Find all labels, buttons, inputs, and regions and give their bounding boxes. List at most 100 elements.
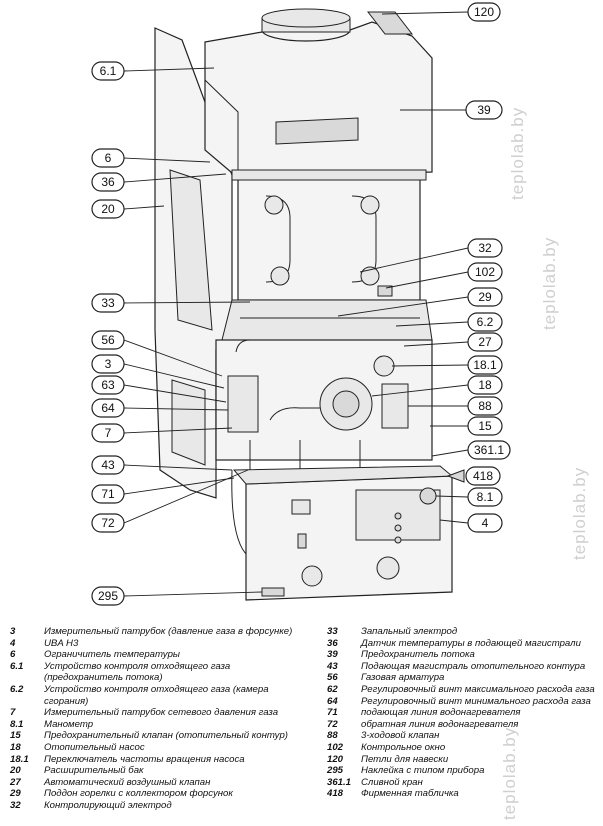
callout-120: 120 (467, 2, 501, 22)
knob-left (301, 565, 323, 587)
callout-27: 27 (467, 332, 503, 352)
knob-right (376, 556, 400, 580)
callout-boxes: 120 6.1 39 6 36 20 32 102 33 29 6.2 56 2… (91, 2, 511, 606)
svg-text:18: 18 (478, 378, 492, 392)
callout-63: 63 (91, 375, 125, 395)
hx-port-1 (264, 195, 284, 215)
callout-15: 15 (467, 416, 503, 436)
callout-43: 43 (91, 455, 125, 475)
svg-text:72: 72 (101, 516, 115, 530)
callout-29: 29 (467, 287, 503, 307)
callout-295: 295 (91, 586, 125, 606)
callout-64: 64 (91, 398, 125, 418)
callout-36: 36 (91, 172, 125, 192)
burner-tray (221, 299, 433, 341)
callout-7: 7 (91, 423, 125, 443)
svg-text:295: 295 (98, 589, 118, 603)
callout-102: 102 (467, 262, 503, 282)
svg-text:18.1: 18.1 (473, 358, 497, 372)
callout-18-1: 18.1 (467, 355, 503, 375)
leader-lines (123, 11, 469, 597)
svg-text:32: 32 (478, 241, 492, 255)
svg-text:418: 418 (473, 469, 493, 483)
indicator-1 (394, 512, 402, 520)
indicator-2 (394, 524, 402, 532)
callout-418: 418 (465, 466, 501, 486)
flue-outlet-top (261, 8, 351, 28)
gas-valve (227, 375, 259, 433)
callout-4: 4 (467, 513, 503, 533)
callout-6-1: 6.1 (91, 61, 125, 81)
callout-71: 71 (91, 484, 125, 504)
svg-text:36: 36 (101, 175, 115, 189)
switch (297, 533, 307, 549)
boiler-illustration (154, 8, 465, 601)
hanging-bracket (366, 11, 414, 35)
svg-text:88: 88 (478, 399, 492, 413)
callout-361-1: 361.1 (467, 440, 511, 460)
hood-edge (204, 79, 239, 178)
callout-8-1: 8.1 (467, 487, 503, 507)
pipe-b (269, 407, 320, 421)
pump-head (332, 390, 360, 418)
svg-text:27: 27 (478, 335, 492, 349)
svg-text:361.1: 361.1 (474, 443, 504, 457)
svg-text:56: 56 (101, 333, 115, 347)
svg-text:7: 7 (105, 426, 112, 440)
svg-text:29: 29 (478, 290, 492, 304)
hx-port-3 (270, 266, 290, 286)
callout-6: 6 (91, 148, 125, 168)
svg-text:71: 71 (101, 487, 115, 501)
watermark-2: teplolab.by (540, 236, 559, 330)
svg-text:6: 6 (105, 151, 112, 165)
callout-3: 3 (91, 354, 125, 374)
hx-port-2 (360, 195, 380, 215)
callout-56: 56 (91, 330, 125, 350)
svg-text:64: 64 (101, 401, 115, 415)
data-plate-arrow (446, 469, 465, 483)
pipe-a (235, 339, 300, 353)
svg-text:8.1: 8.1 (477, 490, 494, 504)
svg-text:15: 15 (478, 419, 492, 433)
svg-text:63: 63 (101, 378, 115, 392)
pressure-switch (373, 355, 395, 377)
watermark-3: teplolab.by (570, 466, 589, 560)
callout-72: 72 (91, 513, 125, 533)
watermark-1: teplolab.by (508, 106, 527, 200)
heat-exchanger-top (231, 169, 427, 181)
indicator-3 (394, 536, 402, 544)
draft-hood (204, 21, 433, 179)
svg-text:102: 102 (475, 265, 495, 279)
callout-88: 88 (467, 396, 503, 416)
svg-text:43: 43 (101, 458, 115, 472)
boiler-diagram: 120 6.1 39 6 36 20 32 102 33 29 6.2 56 2… (91, 2, 511, 606)
svg-text:39: 39 (477, 103, 491, 117)
callout-39: 39 (465, 100, 503, 120)
